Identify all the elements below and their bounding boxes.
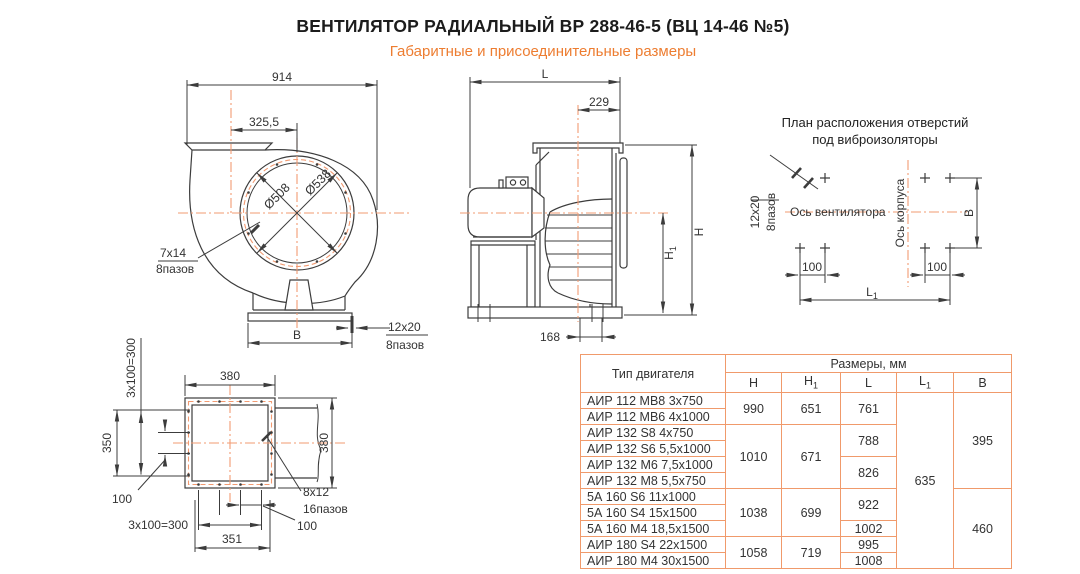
h-cell: 1058 — [725, 536, 782, 569]
h1-cell: 719 — [781, 536, 841, 569]
header-b: B — [953, 372, 1012, 393]
page-title: ВЕНТИЛЯТОР РАДИАЛЬНЫЙ ВР 288-46-5 (ВЦ 14… — [296, 16, 790, 36]
flange-dim-100-bottom: 100 — [297, 519, 317, 533]
h-cell: 990 — [725, 392, 782, 425]
flange-dim-350: 350 — [100, 433, 114, 453]
table-row: АИР 132 М8 5,5x750 — [580, 472, 1012, 489]
motor-type-cell: 5А 160 М4 18,5x1500 — [580, 520, 726, 537]
plan-labels: План расположения отверстий под виброизо… — [748, 115, 976, 301]
plan-dimensions — [751, 177, 982, 305]
dim-168-label: 168 — [540, 330, 560, 344]
l-cell: 1008 — [840, 552, 897, 569]
base-slots-count: 8пазов — [386, 338, 424, 352]
b-cell: 460 — [953, 488, 1012, 569]
plan-dim-b-label: B — [962, 209, 976, 217]
flange-slots-label: 8x12 — [303, 485, 329, 499]
motor-type-cell: АИР 132 М8 5,5x750 — [580, 472, 726, 489]
flange-dim-380-right: 380 — [317, 433, 331, 453]
flange-centerlines — [173, 385, 345, 502]
axis-housing-label: Ось корпуса — [893, 178, 907, 247]
h1-cell: 651 — [781, 392, 841, 425]
h1-cell: 671 — [781, 424, 841, 489]
dim-229-label: 229 — [589, 95, 609, 109]
motor-type-cell: АИР 112 МВ6 4x1000 — [580, 408, 726, 425]
table-row: АИР 132 М6 7,5x1000 826 — [580, 456, 1012, 489]
dim-b-label: B — [293, 328, 301, 342]
flange-dim-3x100-vertical: 3x100=300 — [124, 338, 138, 398]
plan-title-line2: под виброизоляторы — [812, 132, 938, 147]
motor-type-cell: АИР 112 МВ8 3x750 — [580, 392, 726, 409]
front-outline — [183, 142, 379, 322]
motor-type-cell: АИР 132 М6 7,5x1000 — [580, 456, 726, 473]
motor-type-cell: АИР 132 S6 5,5x1000 — [580, 440, 726, 457]
header-h1: H1 — [781, 372, 841, 393]
l-cell: 922 — [840, 488, 897, 521]
header-motor-type: Тип двигателя — [580, 354, 726, 393]
l-cell: 788 — [840, 424, 897, 457]
h-cell: 1010 — [725, 424, 782, 489]
flange-hole-dots — [187, 400, 273, 486]
l-cell: 826 — [840, 456, 897, 489]
header-sizes: Размеры, мм — [725, 354, 1012, 373]
dim-h1-label: H1 — [662, 246, 678, 260]
base-slots-label: 12x20 — [388, 320, 421, 334]
motor-type-cell: АИР 132 S8 4x750 — [580, 424, 726, 441]
plan-slots-label: 12x20 — [748, 195, 762, 228]
table-row: АИР 180 М4 30x1500 1008 — [580, 552, 1012, 569]
h1-cell: 699 — [781, 488, 841, 537]
flange-labels: 380 380 350 3x100=300 100 3x100=300 351 … — [100, 338, 348, 546]
motor-type-cell: АИР 180 S4 22x1500 — [580, 536, 726, 553]
flange-dim-3x100-bottom: 3x100=300 — [128, 518, 188, 532]
motor-type-cell: 5А 160 S4 15x1500 — [580, 504, 726, 521]
flange-slots-count: 16пазов — [303, 502, 348, 516]
dim-914-label: 914 — [272, 70, 292, 84]
l1-cell: 635 — [896, 392, 954, 569]
side-dimensions — [469, 77, 697, 342]
header-h: H — [725, 372, 782, 393]
l-cell: 1002 — [840, 520, 897, 537]
table-row: АИР 180 S4 22x1500 1058 719 995 — [580, 536, 1012, 569]
plan-dim-100-left: 100 — [802, 260, 822, 274]
front-bolt-dots — [247, 163, 347, 263]
flange-dim-100-left: 100 — [112, 492, 132, 506]
table-row: 5А 160 М4 18,5x1500 1002 — [580, 520, 1012, 537]
table-row: АИР 132 S6 5,5x1000 — [580, 440, 1012, 457]
plan-hole-marks — [769, 154, 955, 253]
motor-type-cell: АИР 180 М4 30x1500 — [580, 552, 726, 569]
dim-325-label: 325,5 — [249, 115, 279, 129]
inlet-slots-label: 7x14 — [160, 246, 186, 260]
h-cell: 1038 — [725, 488, 782, 537]
side-view-drawing: L 229 H H1 168 — [460, 67, 706, 344]
flange-dimensions — [113, 338, 337, 552]
hole-crosses — [795, 173, 955, 253]
header-l1: L1 — [896, 372, 954, 393]
inlet-slots-count: 8пазов — [156, 262, 194, 276]
side-labels: L 229 H H1 168 — [540, 67, 706, 344]
b-cell: 395 — [953, 392, 1012, 489]
plan-centerlines — [785, 160, 967, 287]
axis-fan-label: Ось вентилятора — [790, 205, 886, 219]
l-cell: 995 — [840, 536, 897, 553]
plan-slots-count: 8пазов — [764, 193, 778, 231]
dim-l-label: L — [542, 67, 549, 81]
plan-view-drawing: План расположения отверстий под виброизо… — [748, 115, 982, 305]
plan-dim-100-right: 100 — [927, 260, 947, 274]
plan-title-line1: План расположения отверстий — [782, 115, 969, 130]
table-row: АИР 112 МВ8 3x750 990 651 761 635 395 — [580, 392, 1012, 569]
flange-dim-380-top: 380 — [220, 369, 240, 383]
front-dimensions — [158, 80, 428, 348]
side-centerlines — [460, 105, 668, 322]
dim-h-label: H — [692, 228, 706, 237]
side-outline — [467, 142, 628, 319]
l-cell: 761 — [840, 392, 897, 425]
page-subtitle: Габаритные и присоединительные размеры — [389, 43, 697, 60]
header-l: L — [840, 372, 897, 393]
front-view-drawing: 914 325,5 Ø508 Ø538 7x14 8пазов B 12x20 … — [156, 70, 428, 352]
flange-dim-351: 351 — [222, 532, 242, 546]
flange-view-drawing: 380 380 350 3x100=300 100 3x100=300 351 … — [100, 338, 348, 552]
motor-type-cell: 5А 160 S6 11x1000 — [580, 488, 726, 505]
motor-spec-table: Тип двигателя Размеры, мм H H1 L L1 B АИ… — [580, 354, 1012, 569]
plan-dim-l1-label: L1 — [866, 285, 878, 301]
